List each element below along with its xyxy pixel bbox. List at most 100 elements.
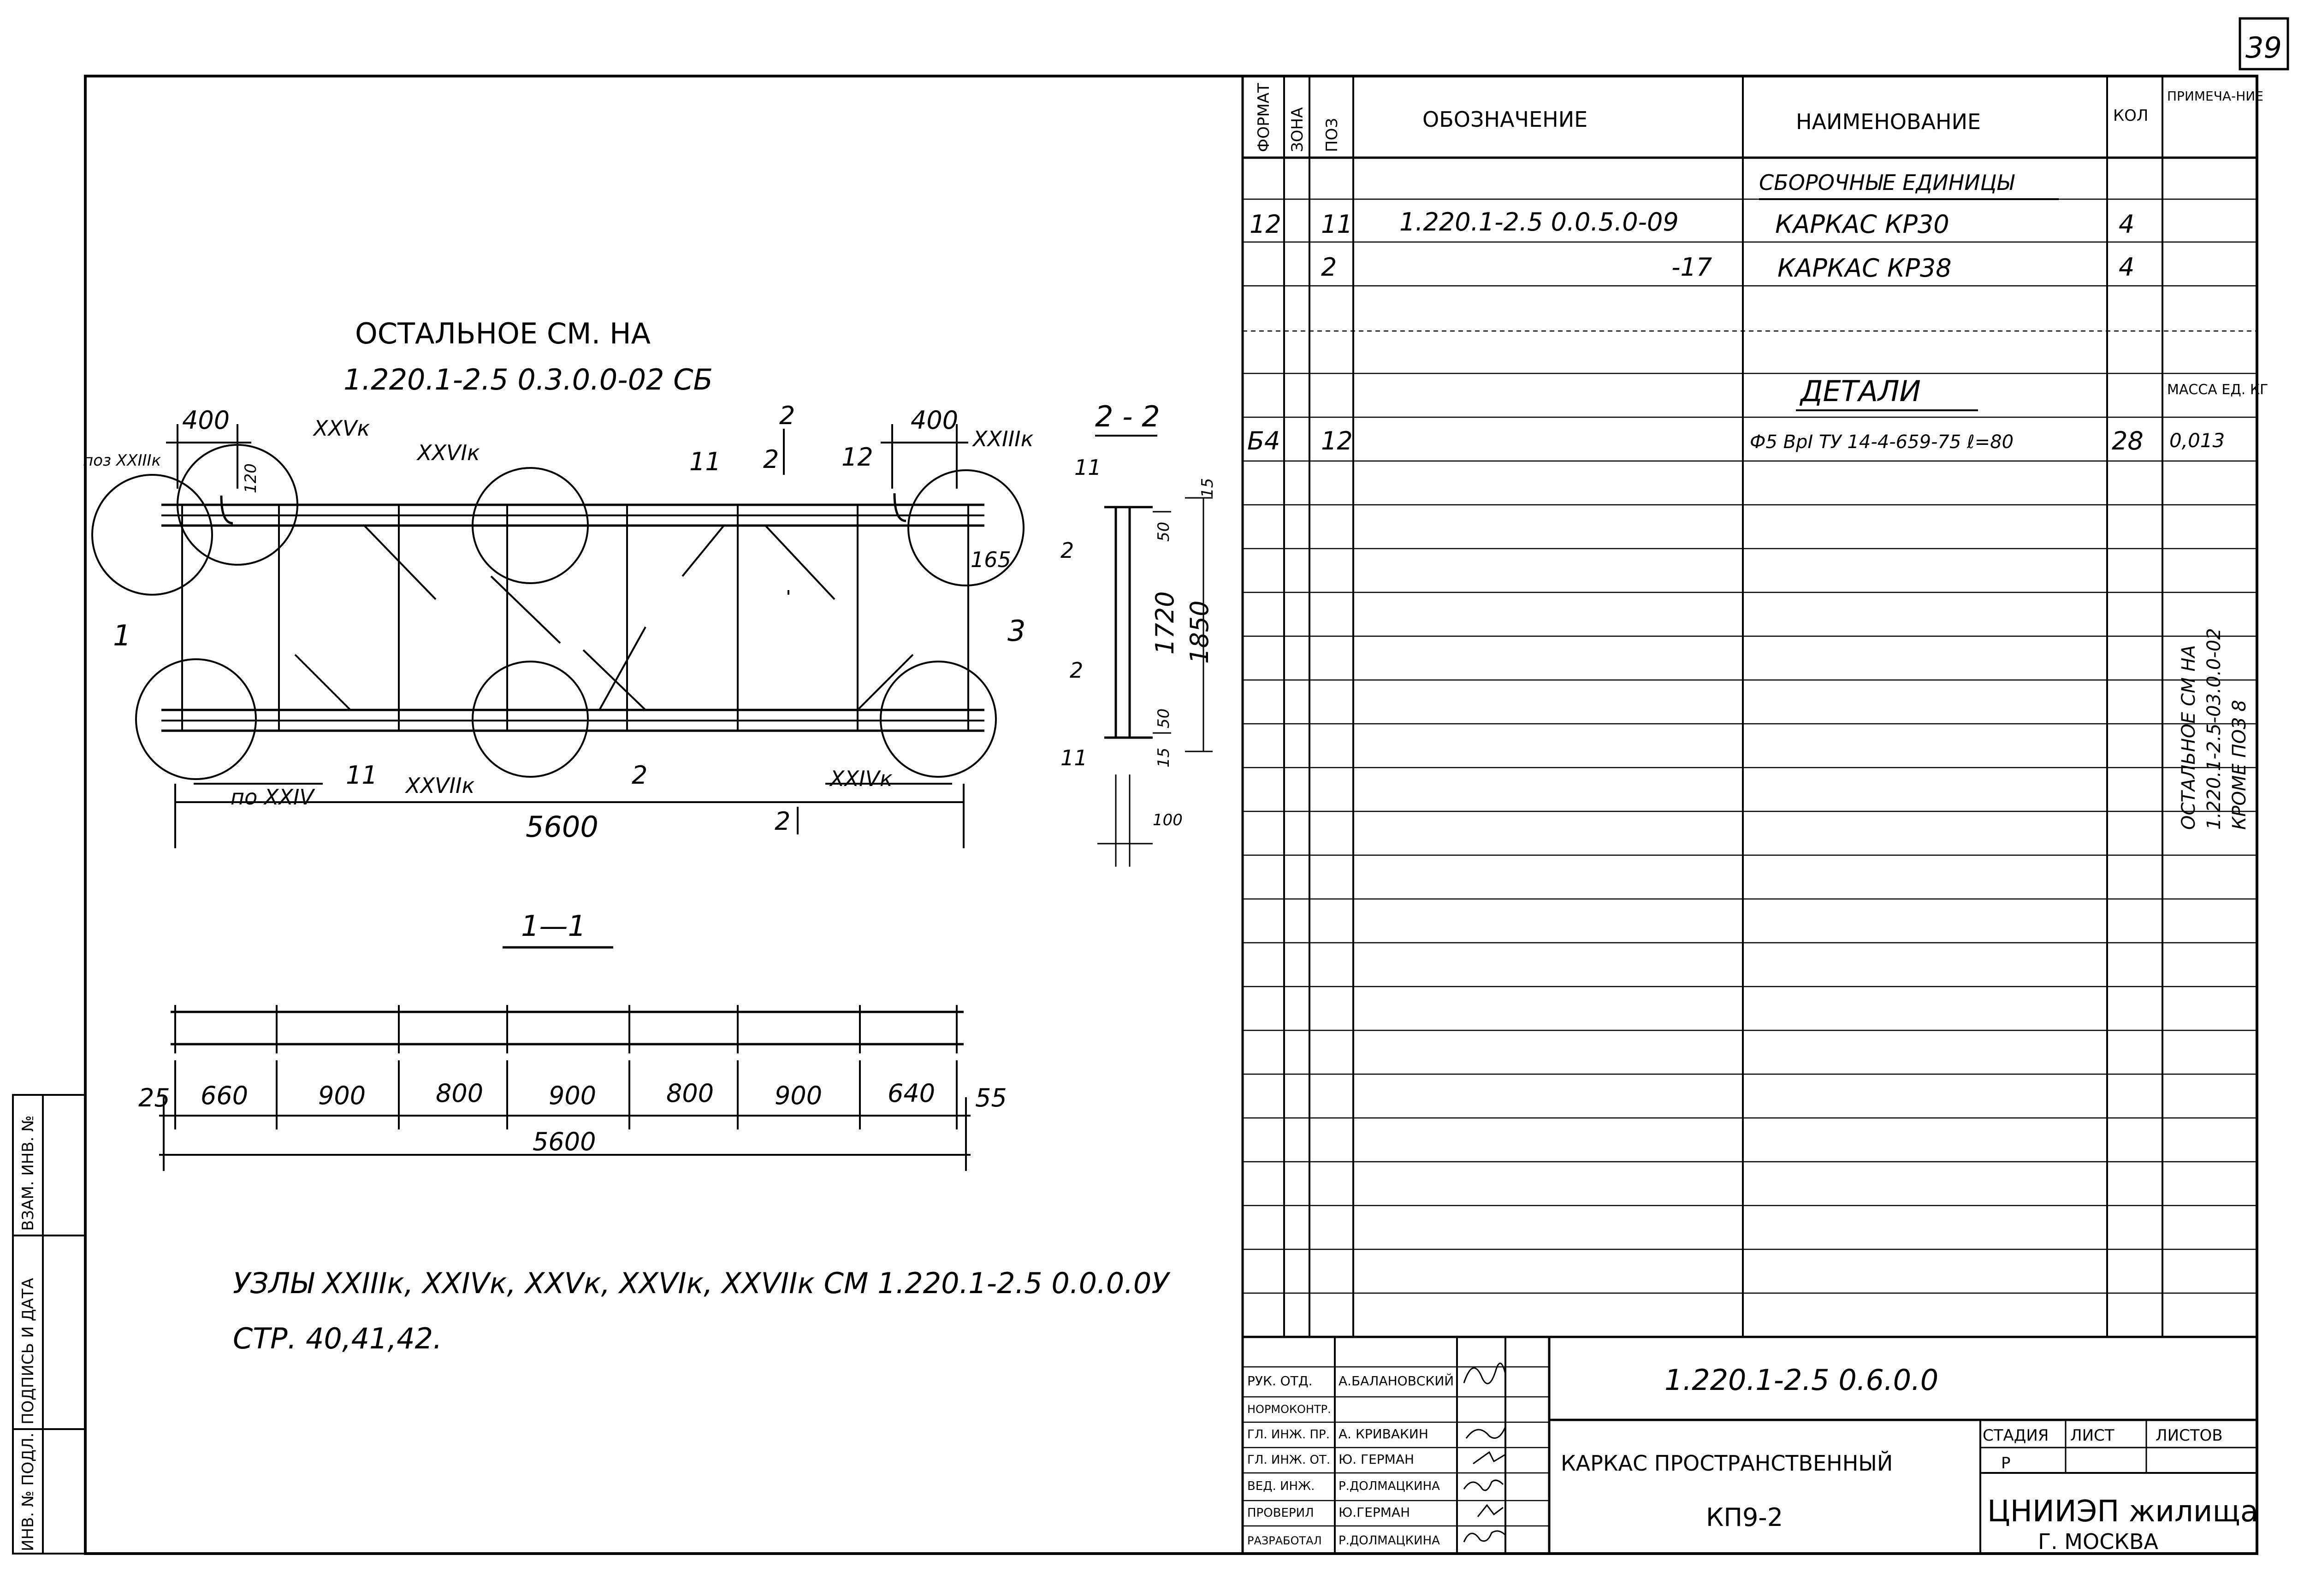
row1-pos: 11 xyxy=(1321,210,1353,239)
dim-15-bottom: 15 xyxy=(1155,748,1173,768)
label-node-xxvi: XXVIк xyxy=(416,440,480,465)
signature-4 xyxy=(1473,1451,1506,1465)
s11-dim-25: 25 xyxy=(138,1083,170,1112)
role-5: ВЕД. ИНЖ. xyxy=(1247,1479,1315,1493)
label-pos2-top: 2 xyxy=(763,445,779,474)
sheet-label: ЛИСТ xyxy=(2070,1426,2114,1445)
page-number: 39 xyxy=(2245,31,2282,65)
doc-mark: КП9-2 xyxy=(1706,1503,1783,1532)
title-block-texts: 1.220.1-2.5 0.6.0.0 КАРКАС ПРОСТРАНСТВЕН… xyxy=(1561,1363,2258,1554)
section-2-2: 2 - 2 11 2 2 11 15 50 1720 1850 50 15 10… xyxy=(1060,400,1217,867)
section22-label-11-top: 11 xyxy=(1074,455,1102,480)
section-1-1: 1—1 25 660 xyxy=(138,909,1007,1171)
side-note-2: 1.220.1-2.5-03.0.0-02 xyxy=(2203,628,2225,830)
s11-dim-900a: 900 xyxy=(318,1081,366,1110)
row2-pos: 2 xyxy=(1321,253,1337,282)
s11-dim-5600: 5600 xyxy=(533,1127,596,1156)
header-name: НАИМЕНОВАНИЕ xyxy=(1796,109,1981,134)
dim-5600: 5600 xyxy=(526,810,598,844)
s11-dim-640: 640 xyxy=(888,1079,935,1108)
front-view-labels: поз XXIIIк XXVк XXVIк XXIIIк по XXIV XXV… xyxy=(83,401,1034,844)
label-pos2-bottom: 2 xyxy=(632,761,647,790)
label-sec3: 3 xyxy=(1007,614,1025,648)
side-stamp-inv: ИНВ. № ПОДЛ. xyxy=(19,1433,37,1551)
side-stamp-sign: ПОДПИСЬ И ДАТА xyxy=(19,1278,37,1425)
header-pos: ПОЗ xyxy=(1323,118,1341,152)
role-4: ГЛ. ИНЖ. ОТ. xyxy=(1247,1453,1330,1467)
row3-qty: 28 xyxy=(2112,426,2144,455)
row3-note: 0,013 xyxy=(2169,429,2225,452)
label-sec2-bottom: 2 xyxy=(775,807,790,836)
section-details: ДЕТАЛИ xyxy=(1799,374,1921,408)
role-3: ГЛ. ИНЖ. ПР. xyxy=(1247,1428,1330,1442)
side-note-3: КРОМЕ ПОЗ 8 xyxy=(2229,700,2250,830)
spec-rows: СБОРОЧНЫЕ ЕДИНИЦЫ 12 11 1.220.1-2.5 0.0.… xyxy=(1247,170,2268,830)
dim-165: 165 xyxy=(971,547,1011,572)
name-5: Р.ДОЛМАЦКИНА xyxy=(1339,1479,1440,1493)
row3-name: Ф5 ВрI ТУ 14-4-659-75 ℓ=80 xyxy=(1750,432,2014,453)
label-node-xxiv-right: XXIVк xyxy=(829,766,893,791)
row1-qty: 4 xyxy=(2119,210,2134,239)
spec-table xyxy=(1241,76,2257,1338)
organization: ЦНИИЭП жилища xyxy=(1987,1495,2258,1529)
section22-label-11-bottom: 11 xyxy=(1060,745,1088,770)
dim-400-left: 400 xyxy=(182,406,230,435)
signature-3 xyxy=(1465,1426,1506,1439)
s11-dim-55: 55 xyxy=(975,1083,1007,1112)
header-qty: КОЛ xyxy=(2113,106,2148,125)
s11-dim-900c: 900 xyxy=(775,1081,822,1110)
side-stamp-replace: ВЗАМ. ИНВ. № xyxy=(19,1115,37,1231)
section11-title: 1—1 xyxy=(521,909,586,943)
name-7: Р.ДОЛМАЦКИНА xyxy=(1339,1534,1440,1548)
s11-dim-800a: 800 xyxy=(436,1079,483,1108)
dim-50-top: 50 xyxy=(1155,522,1173,542)
stage-value: Р xyxy=(2001,1454,2011,1472)
s11-dim-800b: 800 xyxy=(666,1079,714,1108)
role-2: НОРМОКОНТР. xyxy=(1247,1403,1331,1416)
side-note-1: ОСТАЛЬНОЕ СМ НА xyxy=(2178,645,2199,830)
doc-code: 1.220.1-2.5 0.6.0.0 xyxy=(1664,1363,1938,1397)
name-3: А. КРИВАКИН xyxy=(1339,1426,1428,1442)
s11-dim-660: 660 xyxy=(201,1081,248,1110)
section-assembly: СБОРОЧНЫЕ ЕДИНИЦЫ xyxy=(1759,170,2015,195)
row1-name: КАРКАС КР30 xyxy=(1775,210,1949,239)
row3-pos: 12 xyxy=(1321,426,1353,455)
name-6: Ю.ГЕРМАН xyxy=(1339,1505,1410,1520)
signatures xyxy=(1463,1362,1506,1543)
signature-6 xyxy=(1477,1504,1504,1517)
dim-15-top: 15 xyxy=(1198,478,1217,498)
frame-front-view xyxy=(91,424,1025,848)
spec-header: ФОРМАТ ЗОНА ПОЗ ОБОЗНАЧЕНИЕ НАИМЕНОВАНИЕ… xyxy=(1255,83,2263,152)
label-pos11-bottom: 11 xyxy=(346,761,378,790)
city: Г. МОСКВА xyxy=(2038,1529,2159,1554)
row2-designation: -17 xyxy=(1671,253,1712,282)
nodes-reference: УЗЛЫ XXIIIк, XXIVк, XXVк, XXVIк, XXVIIк … xyxy=(233,1266,1171,1355)
label-pos11-top: 11 xyxy=(689,447,721,476)
general-notes: ОСТАЛЬНОЕ СМ. НА 1.220.1-2.5 0.3.0.0-02 … xyxy=(344,317,713,396)
signature-1 xyxy=(1463,1362,1506,1384)
dim-50-bottom: 50 xyxy=(1155,709,1173,728)
label-node-xxiii-right: XXIIIк xyxy=(972,426,1034,451)
label-node-xxvii: XXVIIк xyxy=(405,773,475,798)
label-sec1: 1 xyxy=(113,619,131,652)
name-4: Ю. ГЕРМАН xyxy=(1339,1452,1414,1467)
signature-7 xyxy=(1463,1530,1506,1543)
note-line2: 1.220.1-2.5 0.3.0.0-02 СБ xyxy=(344,363,713,396)
header-format: ФОРМАТ xyxy=(1255,83,1273,152)
row1-designation: 1.220.1-2.5 0.0.5.0-09 xyxy=(1399,207,1679,236)
doc-title: КАРКАС ПРОСТРАНСТВЕННЫЙ xyxy=(1561,1451,1893,1476)
row2-qty: 4 xyxy=(2119,253,2134,282)
section22-label-2-top: 2 xyxy=(1060,538,1074,563)
label-pos12-top: 12 xyxy=(841,443,873,472)
signature-5 xyxy=(1463,1479,1504,1491)
sheets-label: ЛИСТОВ xyxy=(2156,1426,2223,1445)
left-side-stamp: ИНВ. № ПОДЛ. ПОДПИСЬ И ДАТА ВЗАМ. ИНВ. № xyxy=(12,1094,86,1555)
note-line1: ОСТАЛЬНОЕ СМ. НА xyxy=(355,317,651,350)
dim-400-right: 400 xyxy=(911,406,958,435)
page-number-box: 39 xyxy=(2239,17,2289,71)
label-sec2-top: 2 xyxy=(779,401,795,430)
nodes-line1: УЗЛЫ XXIIIк, XXIVк, XXVк, XXVIк, XXVIIк … xyxy=(233,1266,1171,1300)
header-zone: ЗОНА xyxy=(1288,107,1307,152)
stage-label: СТАДИЯ xyxy=(1983,1426,2049,1445)
